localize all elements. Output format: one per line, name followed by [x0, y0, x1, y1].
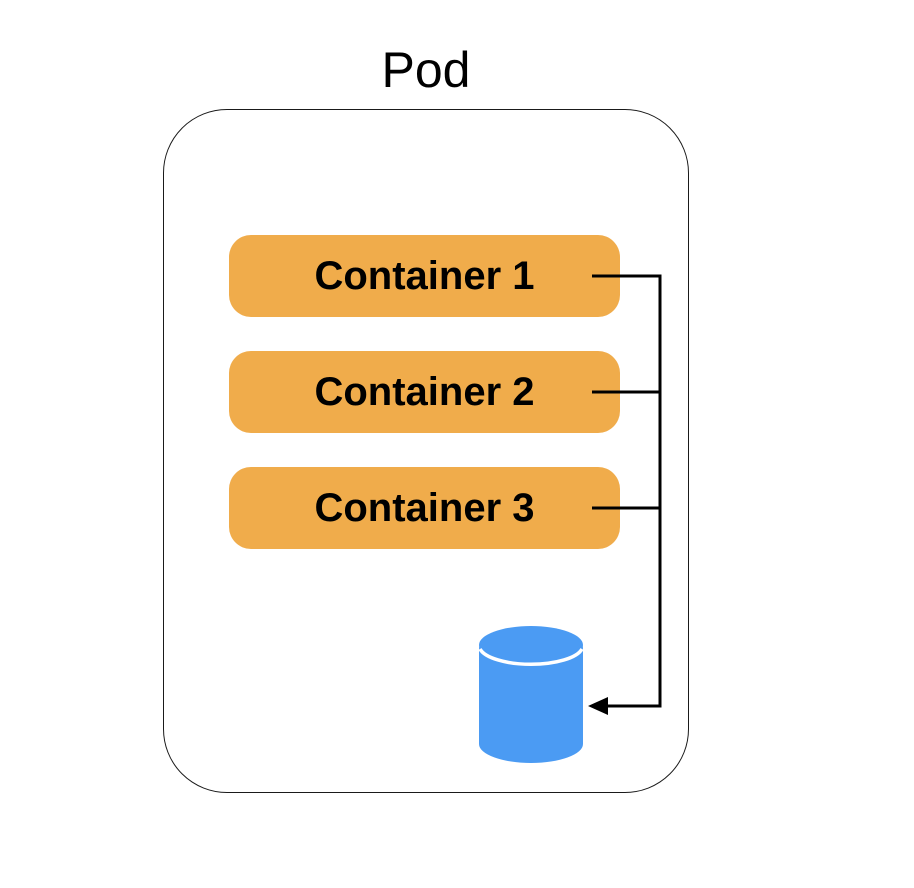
container-1-box: Container 1: [229, 235, 620, 317]
container-3-box: Container 3: [229, 467, 620, 549]
container-2-label: Container 2: [314, 369, 535, 414]
container-1-label: Container 1: [314, 253, 535, 298]
pod-title: Pod: [381, 42, 471, 98]
pod-boundary: [163, 109, 689, 793]
container-2-box: Container 2: [229, 351, 620, 433]
container-3-label: Container 3: [314, 485, 535, 530]
